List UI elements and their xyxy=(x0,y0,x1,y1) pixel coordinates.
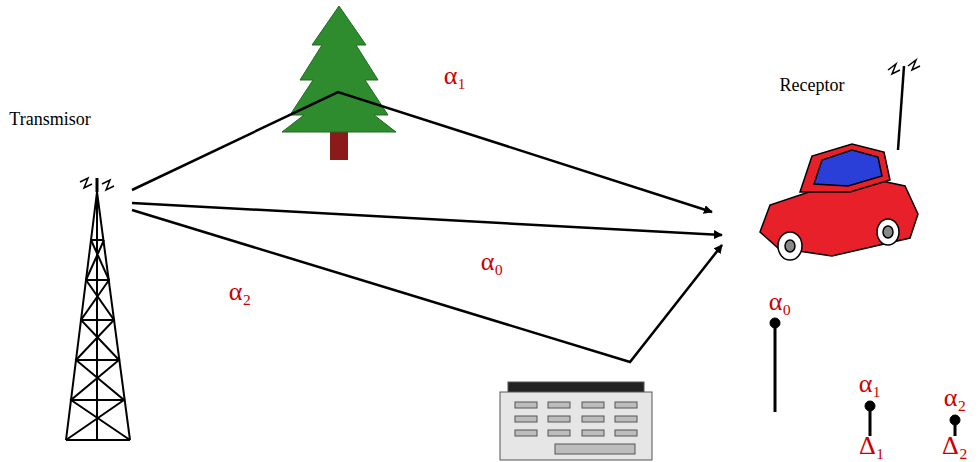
path-gain: α₀ xyxy=(769,288,792,317)
device-label: Transmisor xyxy=(9,110,90,130)
building-symbol xyxy=(500,382,652,460)
path-gain: α₂ xyxy=(944,384,967,413)
path-gain: α₁ xyxy=(859,370,882,399)
delay-label: Δ₂ xyxy=(942,431,968,460)
path-gain: α₁ xyxy=(444,62,467,91)
tree-symbol xyxy=(282,6,396,160)
device-label: Receptor xyxy=(780,76,845,96)
signal-path xyxy=(132,92,722,362)
impulse-response xyxy=(770,318,960,436)
path-gain: α₀ xyxy=(481,248,504,277)
path-gain: α₂ xyxy=(229,278,252,307)
car-symbol xyxy=(760,60,920,260)
delay-label: Δ₁ xyxy=(859,431,885,460)
tower-symbol xyxy=(66,178,130,440)
